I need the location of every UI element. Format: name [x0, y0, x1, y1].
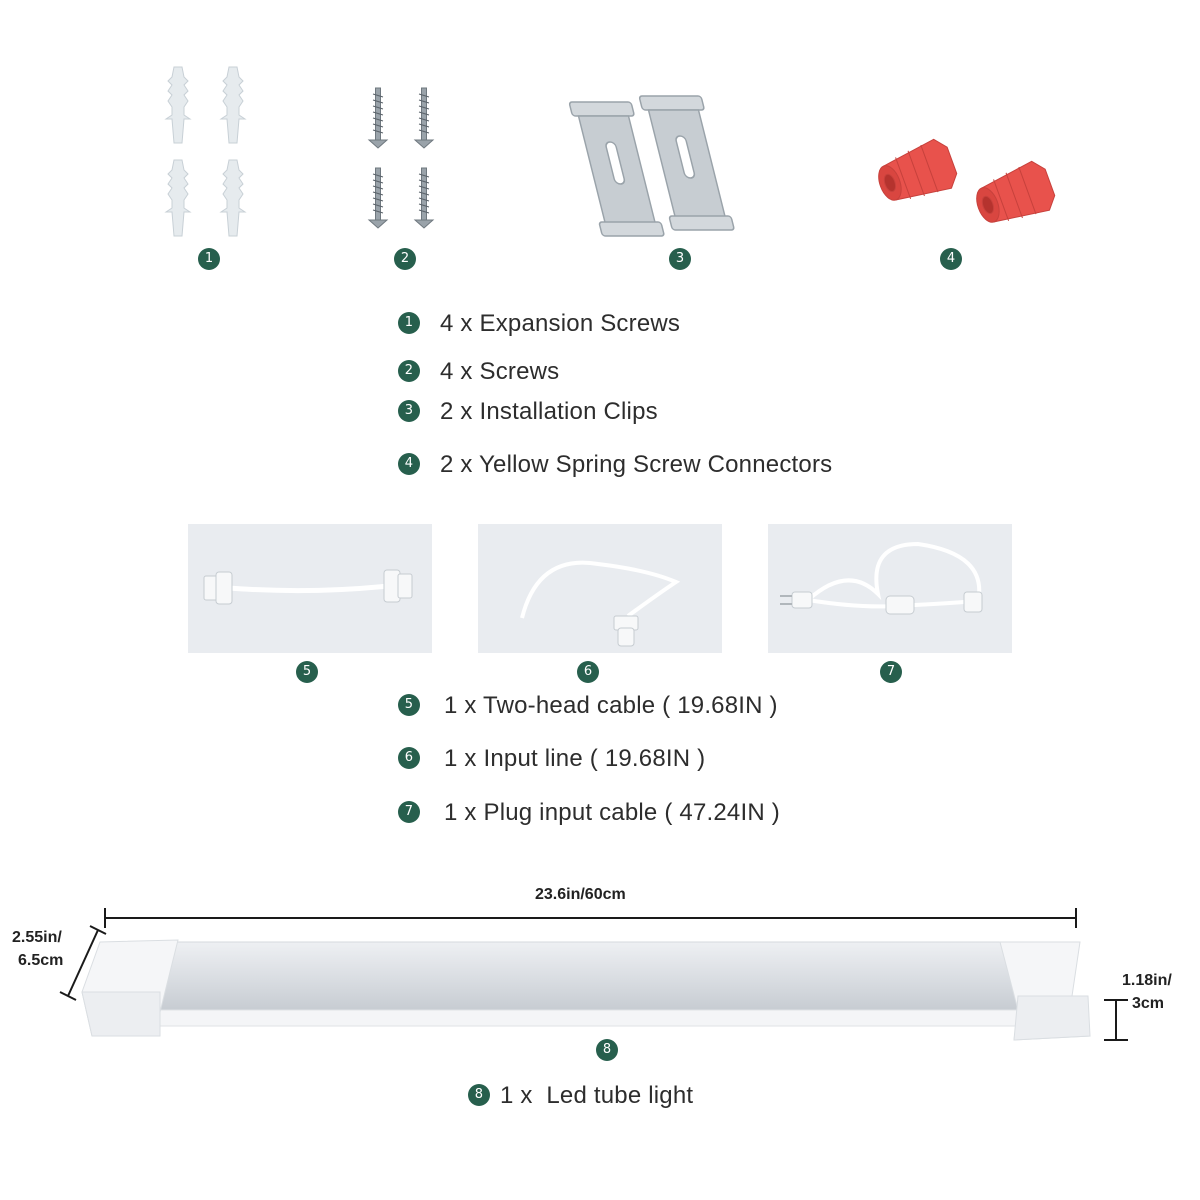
height-dimension-line	[1104, 999, 1128, 1041]
height-label-cm: 3cm	[1132, 995, 1165, 1012]
list-number-badge: 5	[398, 694, 420, 716]
list-number-badge: 3	[398, 400, 420, 422]
length-dimension-line	[104, 908, 1077, 928]
plug-input-cable-icon	[780, 541, 983, 615]
width-dimension-label: 2.55in/ 6.5cm	[12, 926, 63, 972]
part-number-badge: 5	[296, 661, 318, 683]
list-number-badge: 7	[398, 801, 420, 823]
list-item-text: 4 x Screws	[440, 358, 560, 385]
plug-input-cable-photo	[768, 524, 1012, 653]
list-item-text: 4 x Expansion Screws	[440, 310, 681, 337]
list-number-badge: 2	[398, 360, 420, 382]
input-line-icon	[520, 560, 681, 647]
screw-icon	[367, 87, 435, 229]
list-number-badge: 8	[468, 1084, 490, 1106]
list-item-text: 1 x Led tube light	[500, 1082, 694, 1109]
installation-clip-icon	[568, 95, 735, 237]
part-number-badge: 6	[577, 661, 599, 683]
list-item-text: 1 x Input line ( 19.68IN )	[444, 745, 706, 772]
list-item-text: 1 x Plug input cable ( 47.24IN )	[444, 799, 780, 826]
list-item-text: 1 x Two-head cable ( 19.68IN )	[444, 692, 778, 719]
width-dimension-line	[59, 925, 107, 1001]
expansion-screw-icon	[164, 66, 247, 237]
height-label-inch: 1.18in/	[1122, 972, 1172, 989]
list-item-text: 2 x Installation Clips	[440, 398, 658, 425]
two-head-cable-photo	[188, 524, 432, 653]
width-label-inch: 2.55in/	[12, 929, 62, 946]
height-dimension-label: 1.18in/ 3cm	[1122, 969, 1172, 1015]
list-item-text: 2 x Yellow Spring Screw Connectors	[440, 451, 833, 478]
part-number-badge: 3	[669, 248, 691, 270]
length-dimension-label: 23.6in/60cm	[535, 886, 626, 903]
list-number-badge: 6	[398, 747, 420, 769]
two-head-cable-icon	[203, 569, 413, 605]
led-tube-drawing	[59, 908, 1128, 1041]
width-label-cm: 6.5cm	[18, 952, 64, 969]
part-number-badge: 8	[596, 1039, 618, 1061]
list-number-badge: 1	[398, 312, 420, 334]
input-line-photo	[478, 524, 722, 653]
part-number-badge: 7	[880, 661, 902, 683]
part-number-badge: 1	[198, 248, 220, 270]
list-number-badge: 4	[398, 453, 420, 475]
part-number-badge: 4	[940, 248, 962, 270]
wire-connector-icon	[878, 138, 1056, 223]
part-number-badge: 2	[394, 248, 416, 270]
